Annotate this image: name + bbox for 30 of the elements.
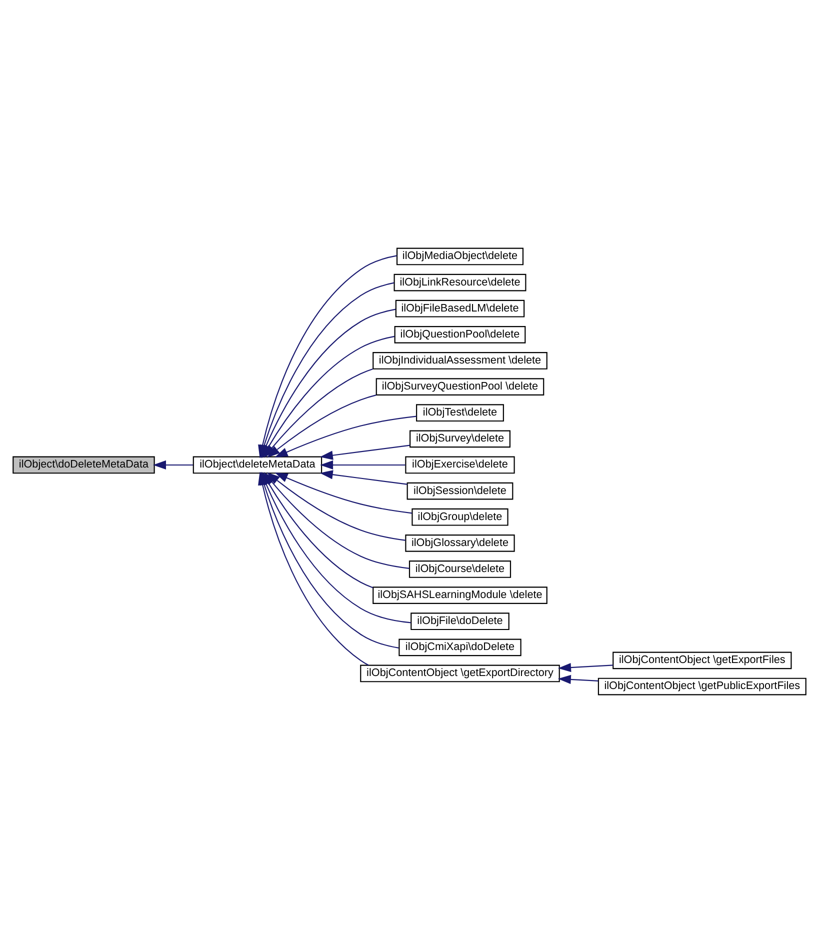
node-box: ilObjMediaObject\delete [396,247,524,265]
node-box: ilObjFileBasedLM\delete [395,299,525,317]
node-box: ilObjSurvey\delete [410,430,510,448]
arrow [558,674,598,684]
node-box: ilObjSAHSLearningModule \delete [372,586,548,604]
arrow [152,460,193,470]
arrow [274,472,412,514]
node-box: ilObjGroup\delete [412,508,508,526]
node-box: ilObjCmiXapi\doDelete [398,638,522,656]
node-box: ilObjIndividualAssessment \delete [372,352,548,369]
node-box: ilObjGlossary\delete [405,534,515,552]
node-box: ilObjSurveyQuestionPool \delete [376,378,544,395]
node-box: ilObjFile\doDelete [410,612,510,630]
arrow [274,415,416,457]
arrow [320,470,408,484]
arrow [320,444,410,460]
arrow [320,460,406,470]
arrow [266,394,376,458]
node-box: ilObject\deleteMetaData [192,456,322,474]
node-box: ilObjContentObject \getExportDirectory [360,664,560,682]
node-box: ilObjContentObject \getPublicExportFiles [598,677,806,695]
node-box: ilObjTest\delete [416,404,504,422]
arrow [558,662,614,672]
node-box: ilObjSession\delete [406,482,514,500]
node-box: ilObjCourse\delete [408,560,512,578]
node-box: ilObjQuestionPool\delete [394,325,526,343]
node-box: ilObject\doDeleteMetaData [12,456,155,474]
node-box: ilObjLinkResource\delete [394,273,526,291]
node-box: ilObjExercise\delete [405,456,515,474]
node-box: ilObjContentObject \getExportFiles [612,651,792,669]
